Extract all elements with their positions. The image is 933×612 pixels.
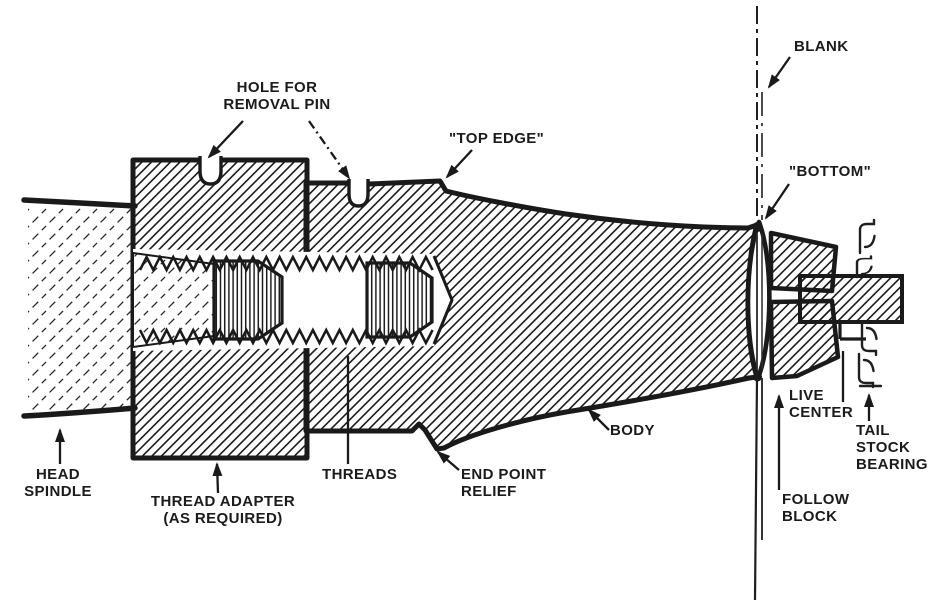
threaded-bore	[132, 249, 454, 351]
label-follow-block: FOLLOW BLOCK	[782, 491, 850, 525]
label-tail-stock-bearing: TAIL STOCK BEARING	[856, 422, 928, 473]
blank-line	[753, 6, 763, 601]
label-threads: THREADS	[322, 466, 398, 483]
label-top-edge: "TOP EDGE"	[449, 130, 545, 147]
blank-section-lens	[745, 219, 772, 382]
tailstock-outline-brackets	[855, 218, 883, 389]
leader-lines	[55, 56, 874, 494]
leader-blank	[767, 56, 791, 89]
label-thread-adapter: THREAD ADAPTER (AS REQUIRED)	[150, 493, 296, 527]
threads-zigzag-bottom	[138, 327, 434, 346]
spindle-threaded-tip	[212, 259, 284, 341]
label-live-center: LIVE CENTER	[789, 387, 854, 421]
label-hole-for-removal-pin: HOLE FOR REMOVAL PIN	[223, 79, 331, 113]
live-center-shape	[768, 230, 841, 381]
leader-bottom	[764, 183, 790, 220]
label-blank: BLANK	[794, 38, 849, 55]
leader-removal-pin-1	[207, 120, 244, 159]
threads-zigzag-top	[138, 254, 434, 273]
leader-top-edge	[445, 149, 473, 179]
bore-end-cone	[432, 255, 454, 345]
label-bottom: "BOTTOM"	[789, 163, 872, 180]
leader-removal-pin-2	[308, 120, 351, 180]
label-head-spindle: HEAD SPINDLE	[24, 466, 92, 500]
leader-body	[587, 408, 610, 431]
spindle-wedge	[132, 251, 215, 349]
adapter-removal-pin-hole	[198, 156, 223, 186]
head-spindle-shape	[21, 197, 138, 419]
body-removal-pin-hole	[347, 179, 370, 208]
label-end-point-relief: END POINT RELIEF	[461, 466, 547, 500]
leader-thread-adapter	[212, 462, 223, 494]
label-body: BODY	[610, 422, 655, 439]
leader-end-point-relief	[436, 450, 460, 471]
adapter-threaded-stud	[365, 261, 434, 339]
